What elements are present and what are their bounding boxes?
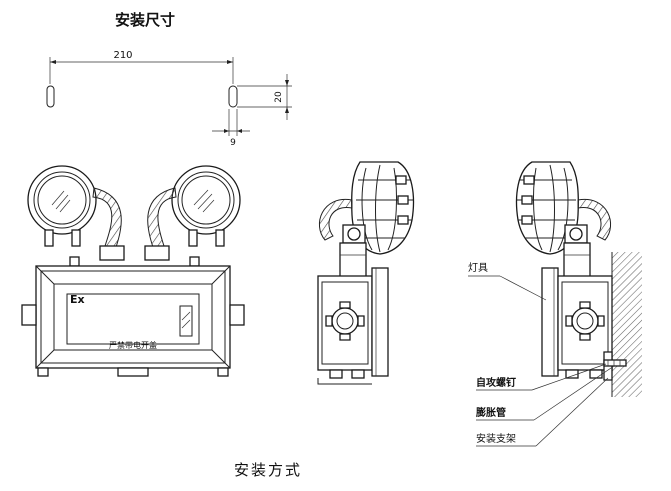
height-dimension-label: 20 — [274, 91, 284, 103]
wall — [612, 252, 642, 397]
flex-conduit-left — [92, 187, 122, 251]
callout-screw: 自攻螺钉 — [476, 376, 516, 389]
enclosure — [35, 265, 231, 369]
flex-conduit-right — [147, 187, 177, 251]
side-view — [317, 161, 415, 385]
installed-view — [515, 161, 642, 397]
anchor-screw — [603, 359, 627, 367]
warning-label: 严禁带电开盖 — [109, 340, 157, 350]
mount-slot-left — [46, 85, 55, 108]
installed-lamp-cage — [515, 161, 579, 255]
ex-mark: Ex — [70, 293, 85, 306]
front-view: Ex 严禁带电开盖 — [21, 165, 245, 377]
caption: 安装方式 — [234, 461, 302, 479]
mounting-dimension-sketch: 210 20 9 — [46, 50, 292, 148]
slot-dimension-label: 9 — [230, 138, 236, 148]
callout-lamp: 灯具 — [468, 262, 488, 274]
callout-bracket: 安装支架 — [476, 432, 516, 445]
callouts: 灯具 自攻螺钉 膨胀管 安装支架 — [468, 262, 615, 447]
lamp-head-right — [171, 165, 241, 247]
lamp-cage — [351, 161, 415, 255]
callout-anchor: 膨胀管 — [476, 406, 506, 419]
page-title: 安装尺寸 — [115, 11, 175, 29]
lamp-head-left — [27, 165, 97, 247]
mount-slot-right — [228, 85, 238, 108]
width-dimension-label: 210 — [113, 50, 132, 61]
